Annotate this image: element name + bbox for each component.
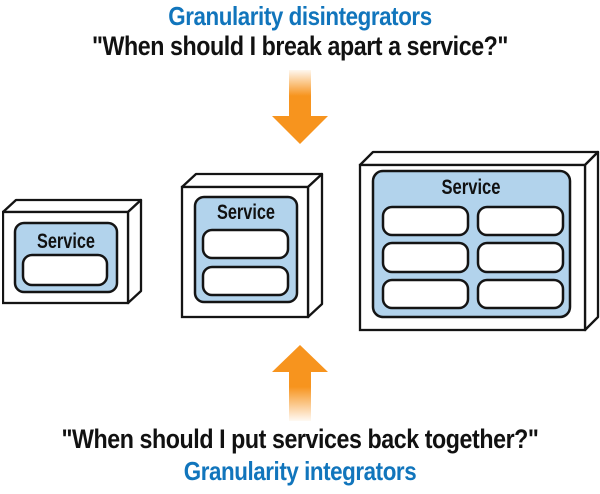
box-top-face bbox=[358, 150, 600, 167]
module-slot bbox=[201, 265, 290, 297]
service-box-large: Service bbox=[358, 150, 600, 332]
module-slot bbox=[381, 278, 470, 310]
bottom-question: "When should I put services back togethe… bbox=[61, 424, 539, 454]
module-slot bbox=[476, 241, 565, 274]
service-label: Service bbox=[37, 230, 95, 253]
down-arrow-shape bbox=[272, 70, 328, 144]
up-arrow-icon bbox=[272, 345, 328, 421]
box-top-face bbox=[180, 172, 324, 189]
service-box-small: Service bbox=[2, 198, 143, 305]
box-right-face bbox=[126, 198, 143, 305]
module-slot bbox=[201, 228, 290, 260]
module-slot bbox=[381, 205, 470, 237]
module-slot bbox=[21, 253, 109, 287]
module-slot bbox=[381, 241, 470, 274]
top-title: Granularity disintegrators bbox=[168, 1, 432, 31]
service-label: Service bbox=[217, 201, 275, 224]
box-top-face bbox=[2, 198, 143, 214]
box-right-face bbox=[306, 172, 324, 319]
module-slot bbox=[476, 278, 565, 310]
module-slot bbox=[476, 205, 565, 237]
box-right-face bbox=[583, 150, 600, 332]
bottom-title: Granularity integrators bbox=[183, 456, 417, 486]
service-box-medium: Service bbox=[180, 172, 324, 319]
service-label: Service bbox=[442, 176, 501, 199]
down-arrow-icon bbox=[272, 70, 328, 144]
up-arrow-shape bbox=[272, 345, 328, 421]
top-question: "When should I break apart a service?" bbox=[91, 31, 509, 61]
